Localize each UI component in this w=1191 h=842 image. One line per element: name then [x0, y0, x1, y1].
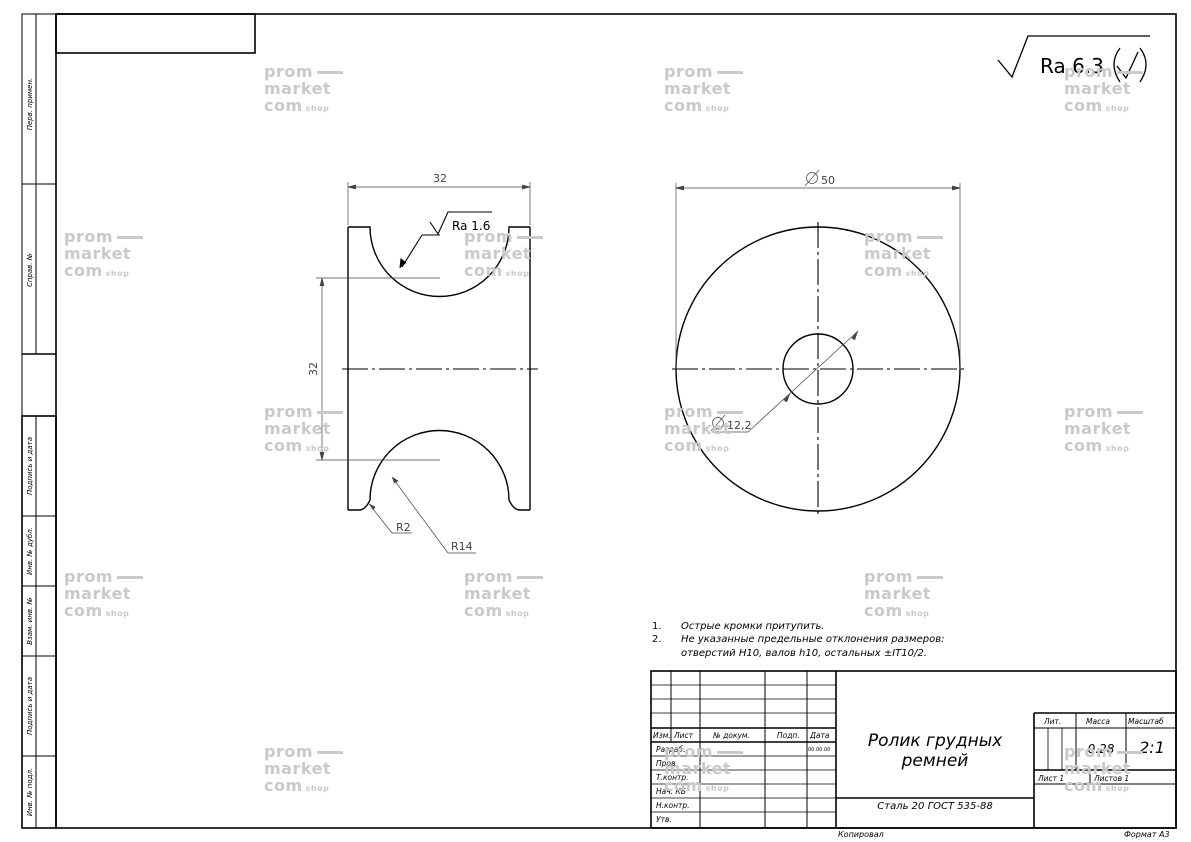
part-scale: 2:1: [1139, 738, 1165, 757]
role-utv: Утв.: [656, 815, 672, 824]
note-1-text: Острые кромки притупить.: [681, 621, 825, 632]
dim-outer-dia-label: 50: [821, 174, 835, 187]
dim-groove-pitch-label: 32: [307, 362, 320, 376]
date-small: 00.00.00: [808, 747, 830, 753]
hdr-date: Дата: [809, 731, 830, 740]
note-2-text: Не указанные предельные отклонения разме…: [681, 634, 944, 645]
mass-label: Масса: [1086, 717, 1110, 726]
groove-radius-label: R14: [451, 540, 473, 553]
radius-leaders: [368, 476, 476, 554]
dim-outer-dia: [675, 169, 961, 369]
part-mass: 0.28: [1088, 742, 1115, 756]
inner-frame: [55, 13, 1177, 829]
sheets-total: Листов 1: [1093, 774, 1129, 783]
side-label-vzam: Взам. инв. №: [26, 597, 34, 645]
note-2-num: 2.: [652, 634, 662, 645]
dim-bore-dia-label: 12,2: [727, 419, 752, 432]
general-roughness-label: Ra 6.3: [1040, 54, 1104, 78]
role-nkontr: Н.контр.: [656, 801, 690, 810]
surface-roughness-label: Ra 1.6: [452, 219, 490, 233]
side-label-podl: Инв. № подл.: [26, 768, 34, 816]
format-label: Формат А3: [1124, 830, 1170, 839]
part-name-line2: ремней: [901, 751, 969, 771]
title-block-grid: [650, 670, 1177, 829]
hdr-sign: Подп.: [777, 731, 800, 740]
role-prov: Пров.: [656, 759, 678, 768]
general-roughness-mark: [997, 35, 1150, 83]
outer-frame: [21, 13, 1177, 829]
front-view-centerlines: [672, 222, 964, 516]
surface-roughness-leader: [399, 211, 492, 269]
side-label-dubl: Инв. № дубл.: [26, 527, 34, 575]
technical-notes: 1. Острые кромки притупить. 2. Не указан…: [652, 621, 944, 659]
note-2b-text: отверстий Н10, валов h10, остальных ±IT1…: [681, 648, 927, 659]
top-left-stamp: [55, 13, 256, 54]
hdr-list: Лист: [673, 731, 694, 740]
side-stamp-column: [21, 14, 57, 829]
hdr-izm: Изм.: [653, 731, 671, 740]
scale-label: Масштаб: [1128, 717, 1164, 726]
role-nachkb: Нач. КБ: [656, 787, 686, 796]
role-razrab: Разраб.: [656, 745, 685, 754]
title-block-text: Изм. Лист № докум. Подп. Дата Разраб. Пр…: [653, 717, 1164, 824]
dim-width-32: [347, 182, 531, 225]
side-label-podp2: Подпись и дата: [26, 677, 34, 735]
side-label-sprav: Справ. №: [26, 253, 34, 287]
sheet-number: Лист 1: [1037, 774, 1064, 783]
copied-label: Копировал: [838, 830, 884, 839]
part-name-line1: Ролик грудных: [868, 731, 1003, 751]
lit-label: Лит.: [1043, 717, 1061, 726]
dim-width-label: 32: [433, 172, 447, 185]
part-material: Сталь 20 ГОСТ 535-88: [877, 801, 992, 812]
note-1-num: 1.: [652, 621, 662, 632]
dim-groove-pitch: [316, 277, 440, 461]
hdr-doc: № докум.: [712, 731, 750, 740]
role-tkontr: Т.контр.: [656, 773, 689, 782]
fillet-radius-label: R2: [396, 521, 411, 534]
side-label-podp1: Подпись и дата: [26, 437, 34, 495]
side-label-perv: Перв. примен.: [26, 78, 34, 131]
dim-bore-dia: [710, 330, 859, 433]
